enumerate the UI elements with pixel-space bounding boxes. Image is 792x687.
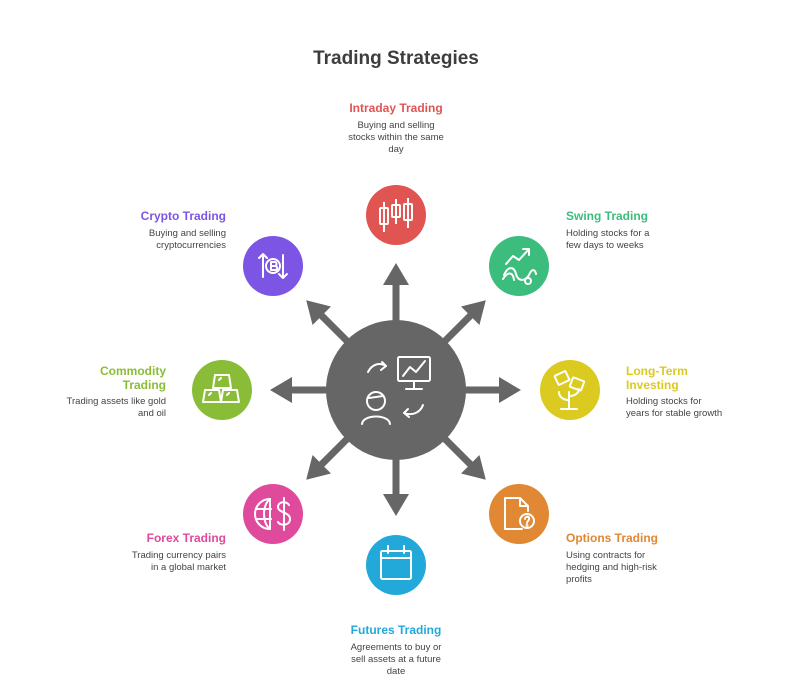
desc-forex: Trading currency pairs in a global marke…	[131, 550, 226, 573]
node-options	[489, 484, 549, 544]
desc-swing: Holding stocks for a few days to weeks	[566, 228, 650, 251]
node-forex	[243, 484, 303, 544]
label-intraday: Intraday Trading	[349, 101, 443, 115]
node-crypto	[243, 236, 303, 296]
label-futures: Futures Trading	[350, 623, 442, 637]
gold-bars-icon	[202, 374, 240, 403]
trend-swing-icon	[502, 248, 537, 285]
desc-intraday: Buying and selling stocks within the sam…	[348, 120, 444, 155]
calendar-icon	[380, 545, 412, 580]
money-plant-icon	[553, 370, 586, 410]
bitcoin-exchange-icon	[258, 253, 288, 279]
desc-futures: Agreements to buy or sell assets at a fu…	[350, 642, 442, 677]
desc-options: Using contracts for hedging and high-ris…	[566, 550, 657, 585]
label-commodity: Commodity Trading	[100, 364, 166, 392]
desc-longterm: Holding stocks for years for stable grow…	[626, 396, 723, 419]
page-title: Trading Strategies	[313, 48, 479, 69]
label-options: Options Trading	[566, 531, 658, 545]
hub	[326, 320, 466, 460]
candlestick-icon	[379, 198, 413, 232]
trader-strategy-icon	[361, 356, 431, 425]
globe-dollar-icon	[254, 497, 291, 531]
label-swing: Swing Trading	[566, 209, 649, 223]
desc-crypto: Buying and selling cryptocurrencies	[148, 228, 226, 251]
arrows	[270, 263, 521, 516]
node-futures	[366, 535, 426, 595]
node-commodity	[192, 360, 252, 420]
desc-commodity: Trading assets like gold and oil	[66, 396, 166, 419]
node-longterm	[540, 360, 600, 420]
node-intraday	[366, 185, 426, 245]
node-swing	[489, 236, 549, 296]
label-forex: Forex Trading	[146, 531, 226, 545]
document-question-icon	[504, 497, 535, 530]
label-longterm: Long-Term Investing	[626, 364, 688, 392]
label-crypto: Crypto Trading	[140, 209, 226, 223]
